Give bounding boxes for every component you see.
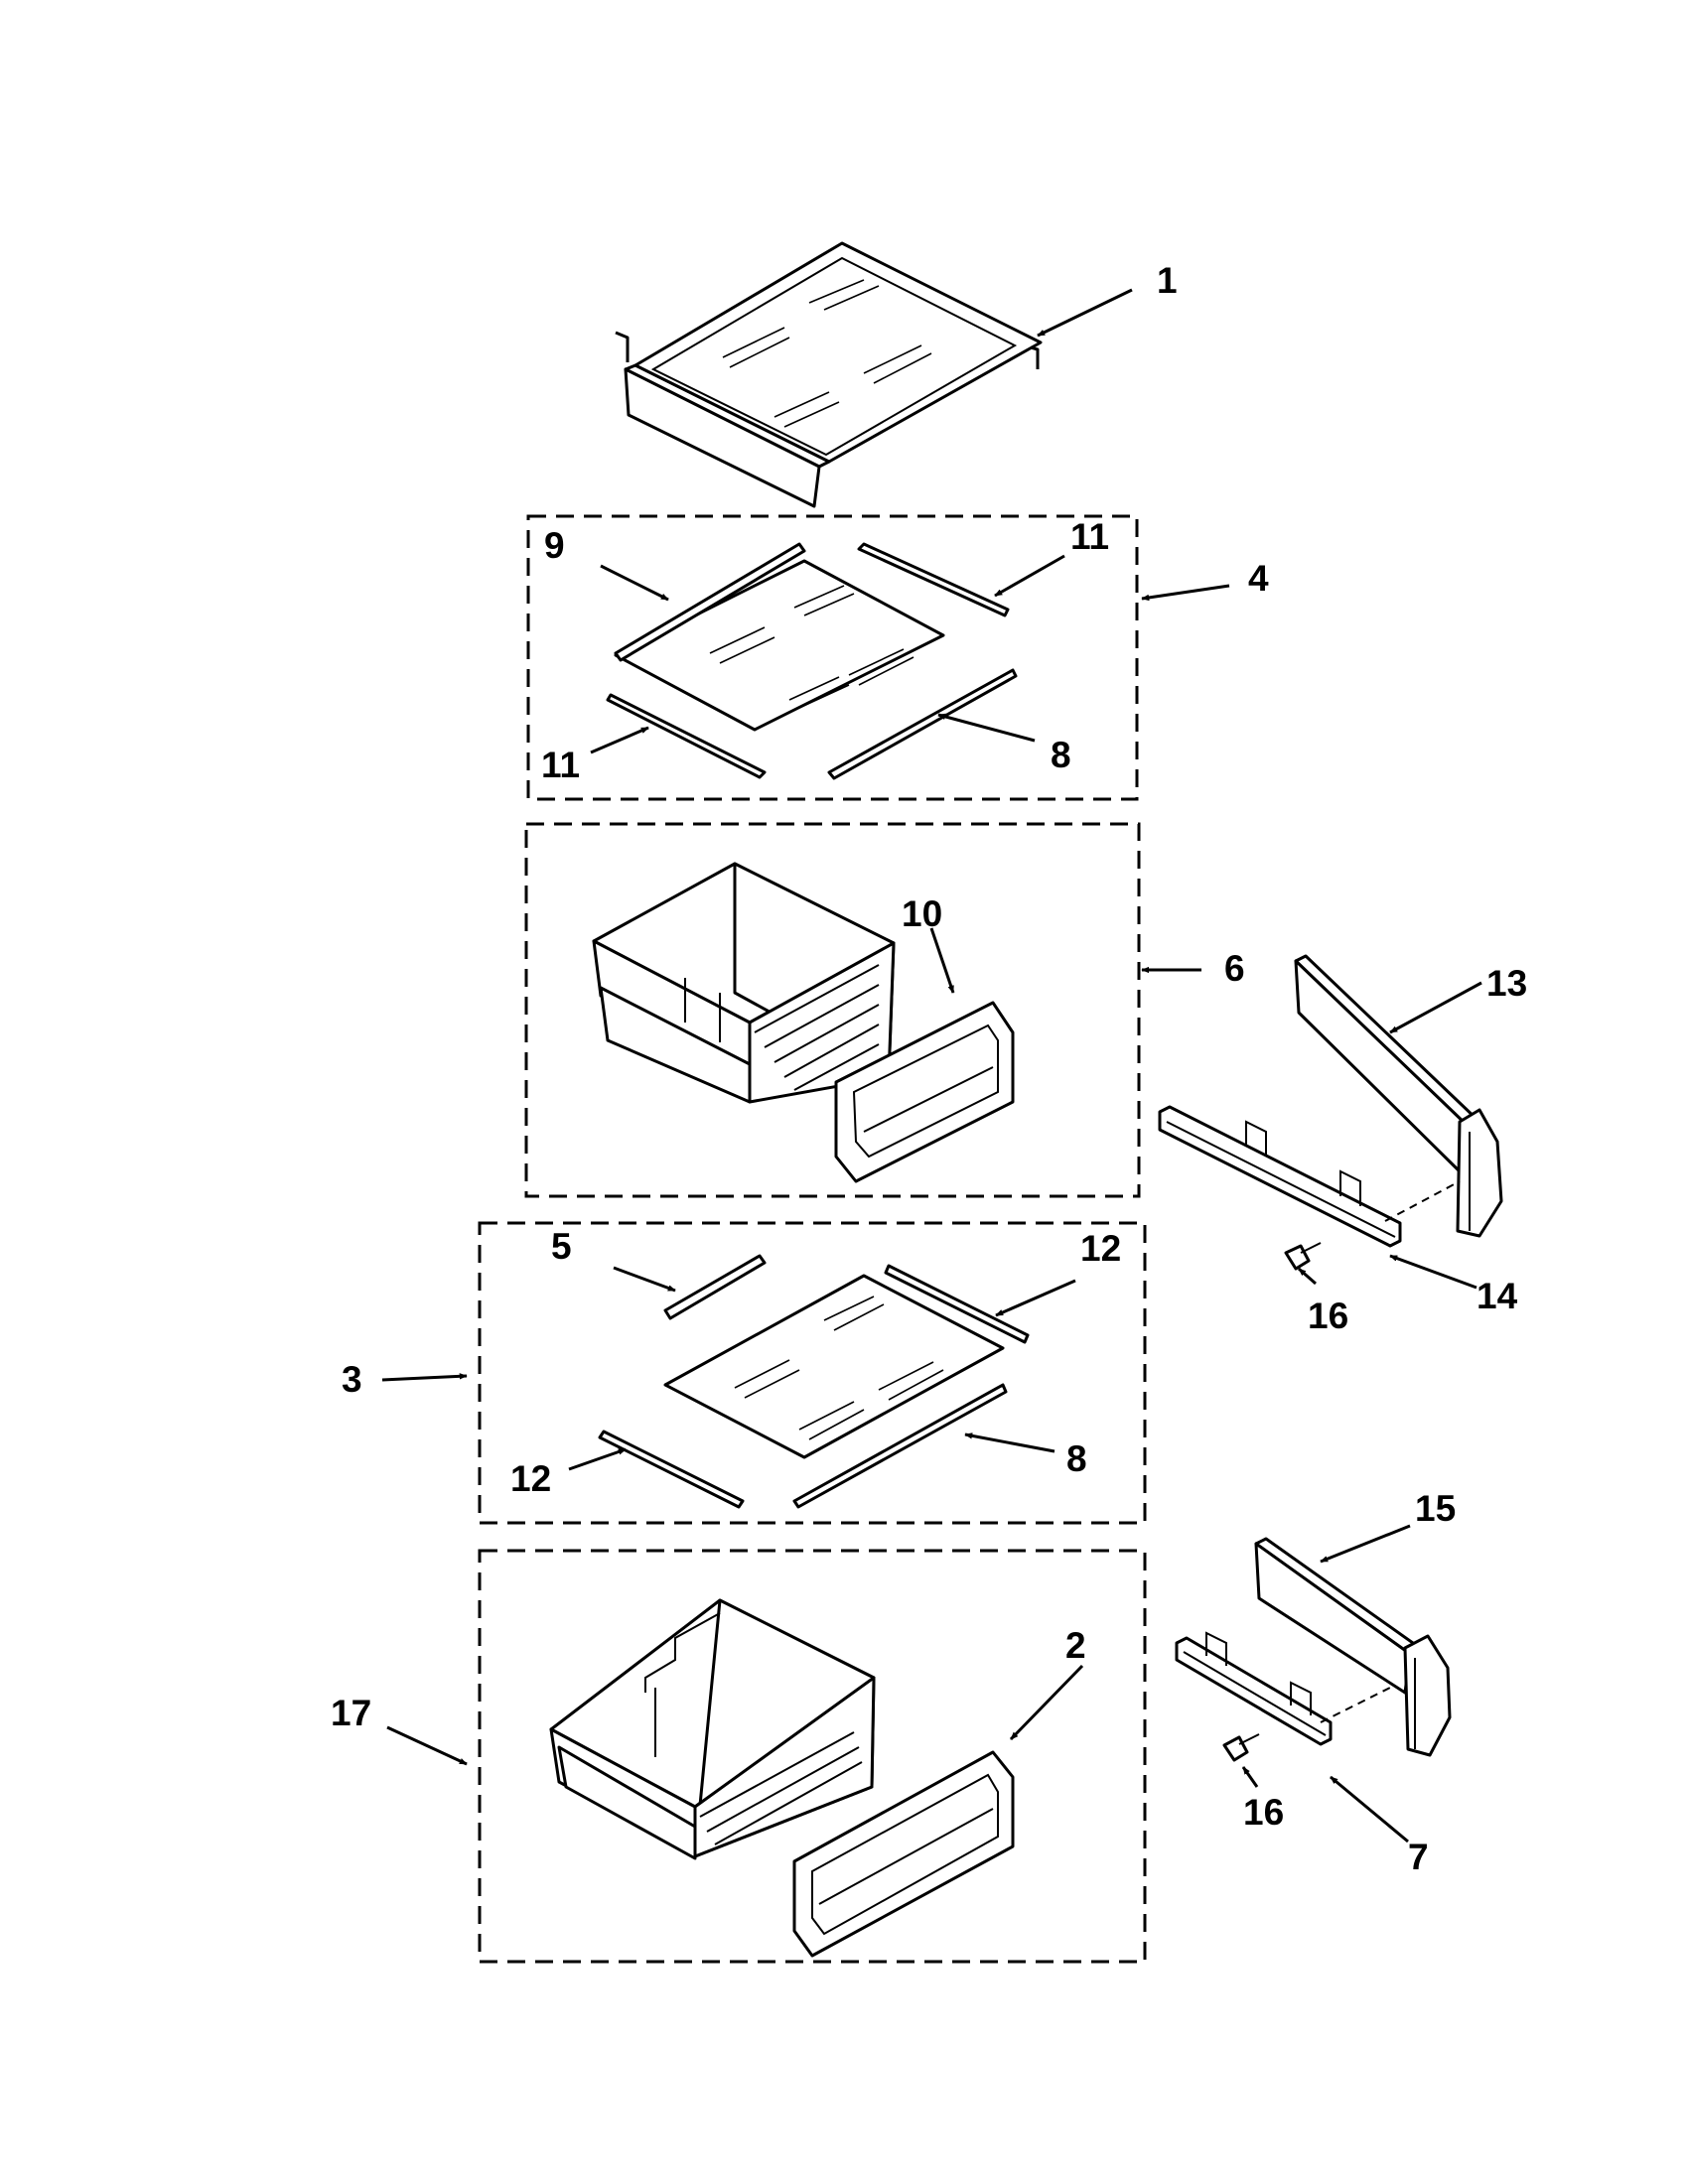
- callout-4: 4: [1248, 558, 1269, 599]
- part-7-slide-rail-lower: [1175, 1631, 1333, 1746]
- callout-8-lower: 8: [1066, 1438, 1087, 1479]
- callout-16-upper: 16: [1308, 1296, 1348, 1336]
- part-13-end-cap-upper: [1294, 954, 1503, 1238]
- group-box-3: [478, 1221, 1147, 1525]
- callout-16-lower: 16: [1243, 1792, 1284, 1833]
- part-3-glass-shelf-components: [598, 1254, 1030, 1509]
- callout-9: 9: [544, 525, 565, 566]
- callout-1: 1: [1157, 260, 1178, 301]
- leader-arrows: [381, 288, 1482, 1843]
- callout-14: 14: [1477, 1276, 1518, 1316]
- callout-7: 7: [1408, 1837, 1429, 1877]
- group-box-4: [526, 514, 1139, 801]
- callout-12-upper: 12: [1080, 1228, 1121, 1269]
- part-6-upper-pan: [592, 862, 896, 1104]
- callout-8-upper: 8: [1051, 735, 1071, 775]
- part-1-shelf-assembly: [615, 241, 1043, 508]
- part-2-lower-pan-front: [792, 1750, 1015, 1958]
- part-14-slide-rail-upper: [1158, 1105, 1402, 1248]
- callout-6: 6: [1224, 948, 1245, 989]
- part-15-end-cap-lower: [1254, 1537, 1452, 1757]
- callout-3: 3: [342, 1359, 362, 1400]
- callout-12-lower: 12: [510, 1458, 551, 1499]
- callout-labels: 1 9 11 4 11 8 10 6 13 5 12 3 16 14 12 8 …: [331, 260, 1527, 1877]
- group-box-6: [524, 822, 1141, 1198]
- group-box-17: [478, 1549, 1147, 1964]
- part-16-screw-upper: [1284, 1242, 1322, 1271]
- callout-10: 10: [902, 893, 942, 934]
- part-16-screw-lower: [1222, 1733, 1260, 1762]
- callout-5: 5: [551, 1226, 572, 1267]
- callout-11-lower: 11: [541, 745, 580, 785]
- part-17-lower-pan: [549, 1598, 876, 1860]
- part-4-glass-shelf-components: [606, 542, 1018, 780]
- lower-rail-dash-line: [1320, 1687, 1391, 1723]
- callout-15: 15: [1415, 1488, 1456, 1529]
- upper-rail-dash-line: [1384, 1180, 1461, 1222]
- callout-2: 2: [1065, 1625, 1086, 1666]
- callout-17: 17: [331, 1693, 371, 1733]
- callout-11-upper: 11: [1070, 516, 1109, 557]
- part-10-pan-front: [834, 1001, 1015, 1183]
- callout-13: 13: [1486, 963, 1527, 1004]
